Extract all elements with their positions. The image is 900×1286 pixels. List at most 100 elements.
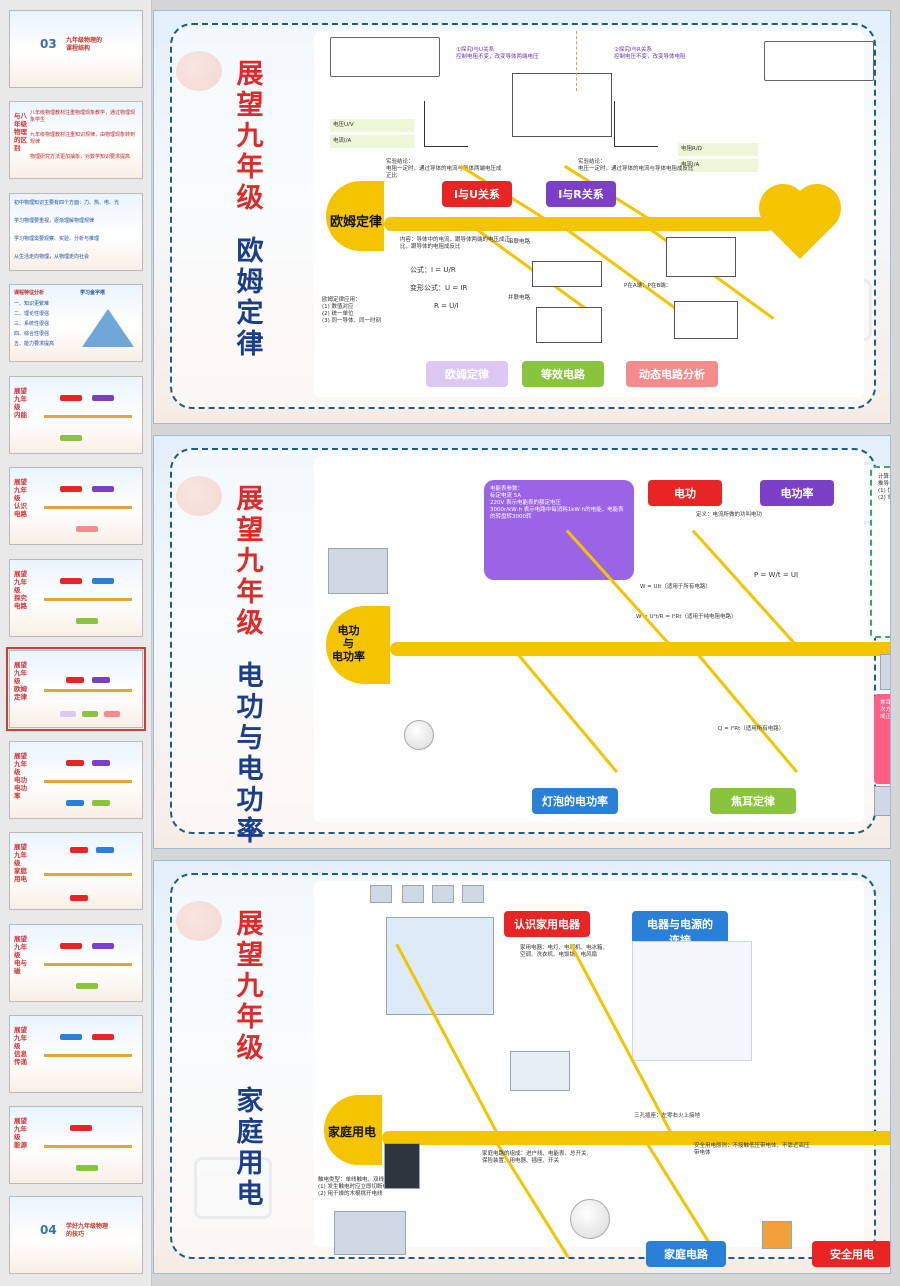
thumbnail-list-item: 二、理论性很强 [14, 311, 50, 317]
electric-meter-photo [328, 548, 388, 594]
thumbnail-title: 展望九年级 内能 [14, 387, 27, 419]
thumbnail-7[interactable]: 展望九年级 探究电路 [9, 559, 143, 637]
topic-box [66, 760, 84, 766]
topic-equivalent-circuit[interactable]: 等效电路 [522, 361, 604, 387]
topic-safe-electricity[interactable]: 安全用电 [812, 1241, 890, 1267]
topic-dynamic-circuit[interactable]: 动态电路分析 [626, 361, 718, 387]
thumbnail-12[interactable]: 展望九年级 信息传递 [9, 1015, 143, 1093]
appliance-photo [462, 885, 484, 903]
pyramid-graphic [82, 309, 134, 347]
meter-info-bubble: 电能表参数： 标定电流 5A 220V 表示电能表的额定电压 3000r/kW·… [484, 480, 634, 580]
fish-spine [44, 415, 132, 418]
thumbnail-4[interactable]: 课程特征分析 学习金字塔 一、知识更繁难 二、理论性很强 三、系统性很强 四、综… [9, 284, 143, 362]
thumbnail-5[interactable]: 展望九年级 内能 [9, 376, 143, 454]
fish-bone [512, 648, 618, 774]
topic-box [66, 800, 84, 806]
slide-title: 展望九年级 电功与电功率 [226, 484, 274, 847]
thumbnail-14[interactable]: 04 学好九年级物理 的技巧 [9, 1196, 143, 1274]
table-cell: 电流I/A [678, 159, 758, 172]
fish-spine [390, 642, 890, 656]
topic-bulb-power[interactable]: 灯泡的电功率 [532, 788, 618, 814]
topic-box [104, 711, 120, 717]
thumbnail-title: 展望九年级 认识电路 [14, 478, 27, 518]
topic-i-r-relation[interactable]: I与R关系 [546, 181, 616, 207]
conclusion-right: 实验结论： 电压一定时，通过导体的电流与导体电阻成反比 [578, 159, 694, 172]
divider [576, 31, 577, 91]
mind-map-card: 电能表参数： 标定电流 5A 220V 表示电能表的额定电压 3000r/kW·… [314, 456, 890, 822]
thumbnail-3[interactable]: 初中物理知识主要有四个方面：力、热、电、光 学习物理要重视，逐渐理解物理规律 学… [9, 193, 143, 271]
appliance-photo [402, 885, 424, 903]
parallel-label: 并联电路 [508, 295, 531, 301]
light-bulb-image [404, 720, 434, 750]
note-ohm-ir: ②探究I与R关系 控制电压不变，改变导体电阻 [614, 47, 686, 60]
thumbnail-9[interactable]: 展望九年级 电功电功率 [9, 741, 143, 819]
topic-electric-work[interactable]: 电功 [648, 480, 722, 506]
thumbnail-2[interactable]: 与八年级物理的区别 八年级物理教材注重物理现象教学，通过物理现象学生 九年级物理… [9, 101, 143, 179]
thumbnail-title: 展望九年级 探究电路 [14, 570, 27, 610]
measurement-text: 计算公式：P = W/t 推导公式：P = UI (1) 伏安法测电功率 (2)… [878, 474, 890, 501]
series-diagram [532, 261, 602, 287]
slide-household-electricity[interactable]: 展望九年级 家庭用电 认识家用电器 电器与电源的连接 家用电器：电灯、电视机、电… [153, 860, 891, 1274]
topic-i-u-relation[interactable]: I与U关系 [442, 181, 512, 207]
thumbnail-6[interactable]: 展望九年级 认识电路 [9, 467, 143, 545]
topic-electric-power[interactable]: 电功率 [760, 480, 834, 506]
title-top: 展望九年级 [236, 909, 264, 1064]
series-label: 串联电路 [508, 239, 531, 245]
topic-box [70, 1125, 92, 1131]
appliance-photo [432, 885, 454, 903]
thumbnail-1[interactable]: 03 九年级物理的 课程结构 [9, 10, 143, 88]
table-cell: 电流I/A [330, 135, 414, 148]
thumbnail-10[interactable]: 展望九年级 家庭用电 [9, 832, 143, 910]
thumbnail-11[interactable]: 展望九年级 电与磁 [9, 924, 143, 1002]
experiment-photo [874, 786, 890, 816]
thumbnail-list-item: 一、知识更繁难 [14, 301, 50, 307]
slide-ohm-law[interactable]: 展望九年级 欧姆定律 ①探究I与U关系 控制电阻不变，改变导体两端电压 ②探究I… [153, 10, 891, 424]
work-formula-2: W = U²t/R = I²Rt（适用于纯电阻电路） [636, 614, 737, 620]
socket-photo [762, 1221, 792, 1249]
section-title: 九年级物理的 课程结构 [66, 37, 103, 52]
fish-head-label: 家庭用电 [328, 1125, 377, 1139]
topic-box [76, 526, 98, 532]
web-screenshot [510, 1051, 570, 1091]
fish-head [326, 181, 384, 251]
formula: R = U/I [434, 302, 459, 310]
fish-spine [44, 963, 132, 966]
slide-thumbnail-panel[interactable]: 03 九年级物理的 课程结构 与八年级物理的区别 八年级物理教材注重物理现象教学… [0, 0, 152, 1286]
thumbnail-list-item: 五、能力要求提高 [14, 341, 55, 347]
thumbnail-title: 展望九年级 电功电功率 [14, 752, 27, 800]
slide-title: 展望九年级 家庭用电 [226, 909, 274, 1210]
formula: 变形公式：U = IR [410, 284, 468, 292]
power-formula: P = W/t = UI [754, 571, 799, 579]
slide-electric-power[interactable]: 展望九年级 电功与电功率 电能表参数： 标定电流 5A 220V 表示电能表的额… [153, 435, 891, 849]
graph-ir [614, 101, 658, 147]
thumbnail-title: 展望九年级 信息传递 [14, 1026, 27, 1066]
topic-box [92, 395, 114, 401]
topic-box [92, 800, 110, 806]
topic-home-appliances[interactable]: 认识家用电器 [504, 911, 590, 937]
title-bottom: 家庭用电 [236, 1086, 264, 1210]
topic-box [70, 847, 88, 853]
topic-box [70, 895, 88, 901]
topic-home-circuit[interactable]: 家庭电路 [646, 1241, 726, 1267]
fish-head [324, 1095, 382, 1165]
thumbnail-13[interactable]: 展望九年级 能源 [9, 1106, 143, 1184]
experiment-photo [880, 654, 890, 690]
topic-box [92, 486, 114, 492]
fish-spine [44, 1054, 132, 1057]
fish-head [326, 606, 390, 684]
topic-ohm-law[interactable]: 欧姆定律 [426, 361, 508, 387]
topic-box [60, 1034, 82, 1040]
fish-spine [44, 598, 132, 601]
thumbnail-text: 九年级物理教材注重知识规律，由物理现象转到规律 [30, 132, 136, 145]
fish-tail [766, 191, 834, 259]
dynamic-formulae: P在A端：P在B端： [624, 283, 672, 289]
thumbnail-title: 展望九年级 家庭用电 [14, 843, 27, 883]
thumbnail-list-item: 三、系统性很强 [14, 321, 50, 327]
topic-box [76, 1165, 98, 1171]
topic-joule-law[interactable]: 焦耳定律 [710, 788, 796, 814]
thumbnail-text: 学习物理要重视，逐渐理解物理规律 [14, 218, 95, 224]
thumbnail-8[interactable]: 展望九年级 欧姆定律 [6, 647, 146, 731]
title-bottom: 电功与电功率 [236, 661, 264, 847]
title-top: 展望九年级 [236, 484, 264, 639]
